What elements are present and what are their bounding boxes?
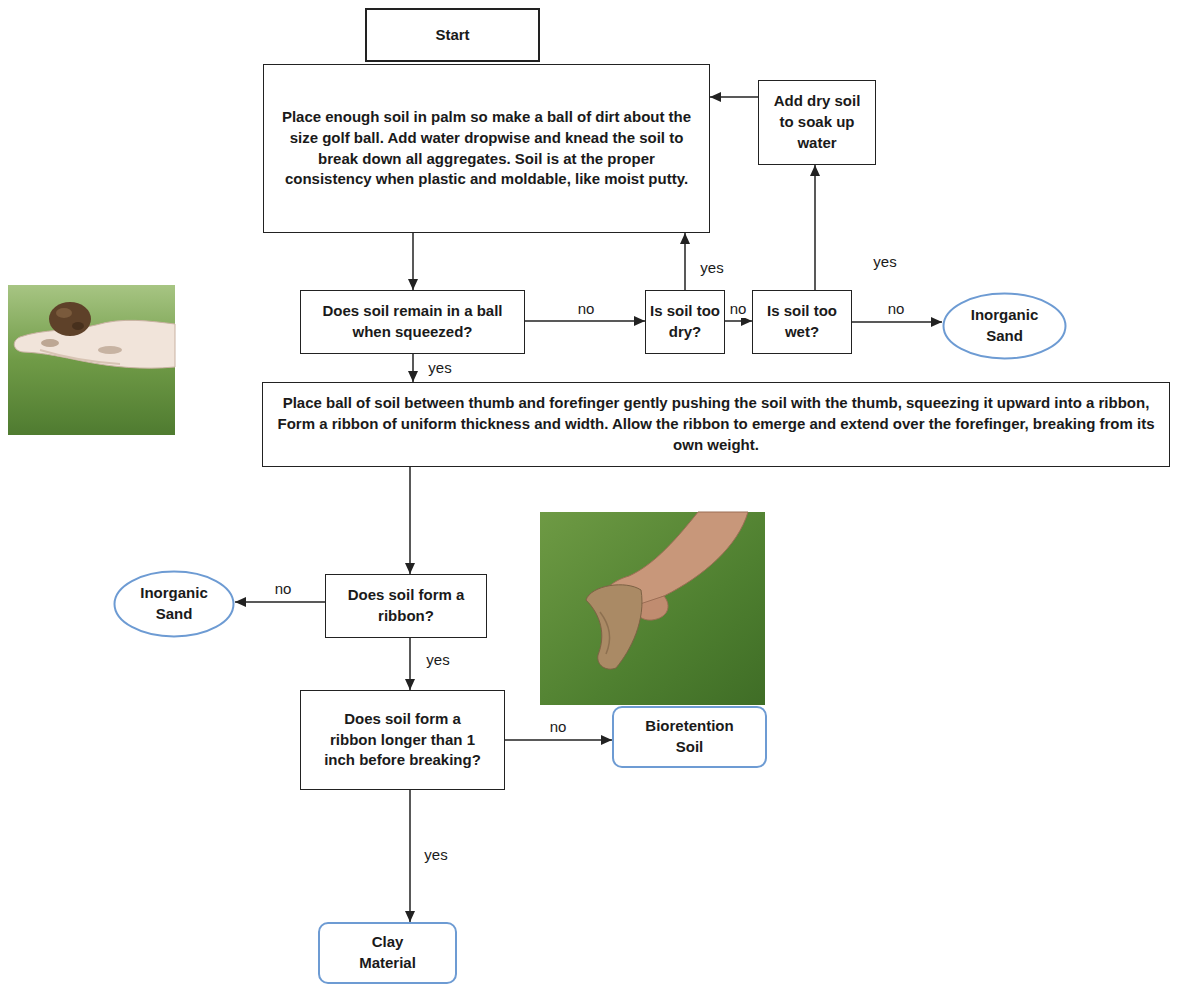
- connector-arrow: [412, 354, 414, 382]
- connector-arrow: [409, 790, 411, 922]
- soil-ribbon: [586, 585, 642, 669]
- photo-soil-ribbon: [540, 512, 765, 705]
- start-box: Start: [365, 8, 540, 62]
- dirt-stain: [98, 346, 122, 354]
- edge-label: no: [547, 718, 570, 736]
- connector-arrow: [409, 467, 411, 574]
- node-text: Clay Material: [344, 932, 431, 973]
- hand: [14, 320, 175, 368]
- connector-arrow: [505, 739, 612, 741]
- result-box: Bioretention Soil: [612, 706, 767, 768]
- node-text: Inorganic Sand: [133, 583, 215, 624]
- soil-ball: [49, 302, 91, 336]
- connector-arrow: [409, 638, 411, 690]
- connector-arrow: [412, 233, 414, 290]
- photo-background: [8, 285, 175, 435]
- photo-soil-ball: [8, 285, 175, 435]
- edge-label: no: [885, 300, 908, 318]
- node-text: Start: [435, 25, 469, 46]
- connector-arrow: [235, 601, 325, 603]
- node-text: Does soil form a ribbon longer than 1 in…: [323, 709, 482, 771]
- decision-box: Does soil form a ribbon?: [325, 574, 487, 638]
- node-text: Inorganic Sand: [964, 305, 1045, 346]
- soil-highlight: [56, 308, 72, 318]
- edge-label: yes: [423, 651, 452, 669]
- node-text: Does soil remain in a ball when squeezed…: [311, 301, 514, 342]
- edge-label: no: [272, 580, 295, 598]
- edge-label: yes: [421, 846, 450, 864]
- connector-arrow: [852, 321, 942, 323]
- connector-arrow: [814, 165, 816, 290]
- result-ellipse: Inorganic Sand: [113, 570, 235, 638]
- process-box: Place enough soil in palm so make a ball…: [263, 64, 710, 233]
- ellipse-border: [944, 294, 1066, 359]
- photo-background: [540, 512, 765, 705]
- decision-box: Does soil form a ribbon longer than 1 in…: [300, 690, 505, 790]
- node-text: Bioretention Soil: [639, 716, 740, 757]
- decision-box: Is soil too dry?: [645, 290, 725, 354]
- edge-label: yes: [425, 359, 454, 377]
- soil-shadow: [72, 322, 84, 330]
- edge-label: no: [727, 300, 750, 318]
- ribbon-texture: [600, 612, 609, 654]
- finger: [637, 596, 668, 620]
- edge-label: yes: [697, 259, 726, 277]
- ellipse-outline: [942, 292, 1067, 360]
- node-text: Place enough soil in palm so make a ball…: [276, 107, 697, 190]
- process-box: Add dry soil to soak up water: [758, 80, 876, 165]
- decision-box: Does soil remain in a ball when squeezed…: [300, 290, 525, 354]
- node-text: Does soil form a ribbon?: [336, 585, 476, 626]
- connector-arrow: [525, 320, 645, 322]
- result-box: Clay Material: [318, 922, 457, 984]
- dirt-stain: [41, 339, 59, 347]
- edge-label: yes: [870, 253, 899, 271]
- edge-label: no: [575, 300, 598, 318]
- finger-crease: [40, 350, 120, 364]
- ellipse-border: [115, 572, 234, 637]
- result-ellipse: Inorganic Sand: [942, 292, 1067, 360]
- connector-arrow: [684, 233, 686, 290]
- process-box: Place ball of soil between thumb and for…: [262, 382, 1170, 467]
- decision-box: Is soil too wet?: [752, 290, 852, 354]
- node-text: Add dry soil to soak up water: [767, 91, 867, 153]
- ellipse-outline: [113, 570, 235, 638]
- connector-arrow: [710, 96, 758, 98]
- hand: [604, 512, 748, 606]
- node-text: Place ball of soil between thumb and for…: [275, 393, 1157, 455]
- node-text: Is soil too dry?: [650, 301, 720, 342]
- node-text: Is soil too wet?: [759, 301, 845, 342]
- connector-arrow: [725, 320, 752, 322]
